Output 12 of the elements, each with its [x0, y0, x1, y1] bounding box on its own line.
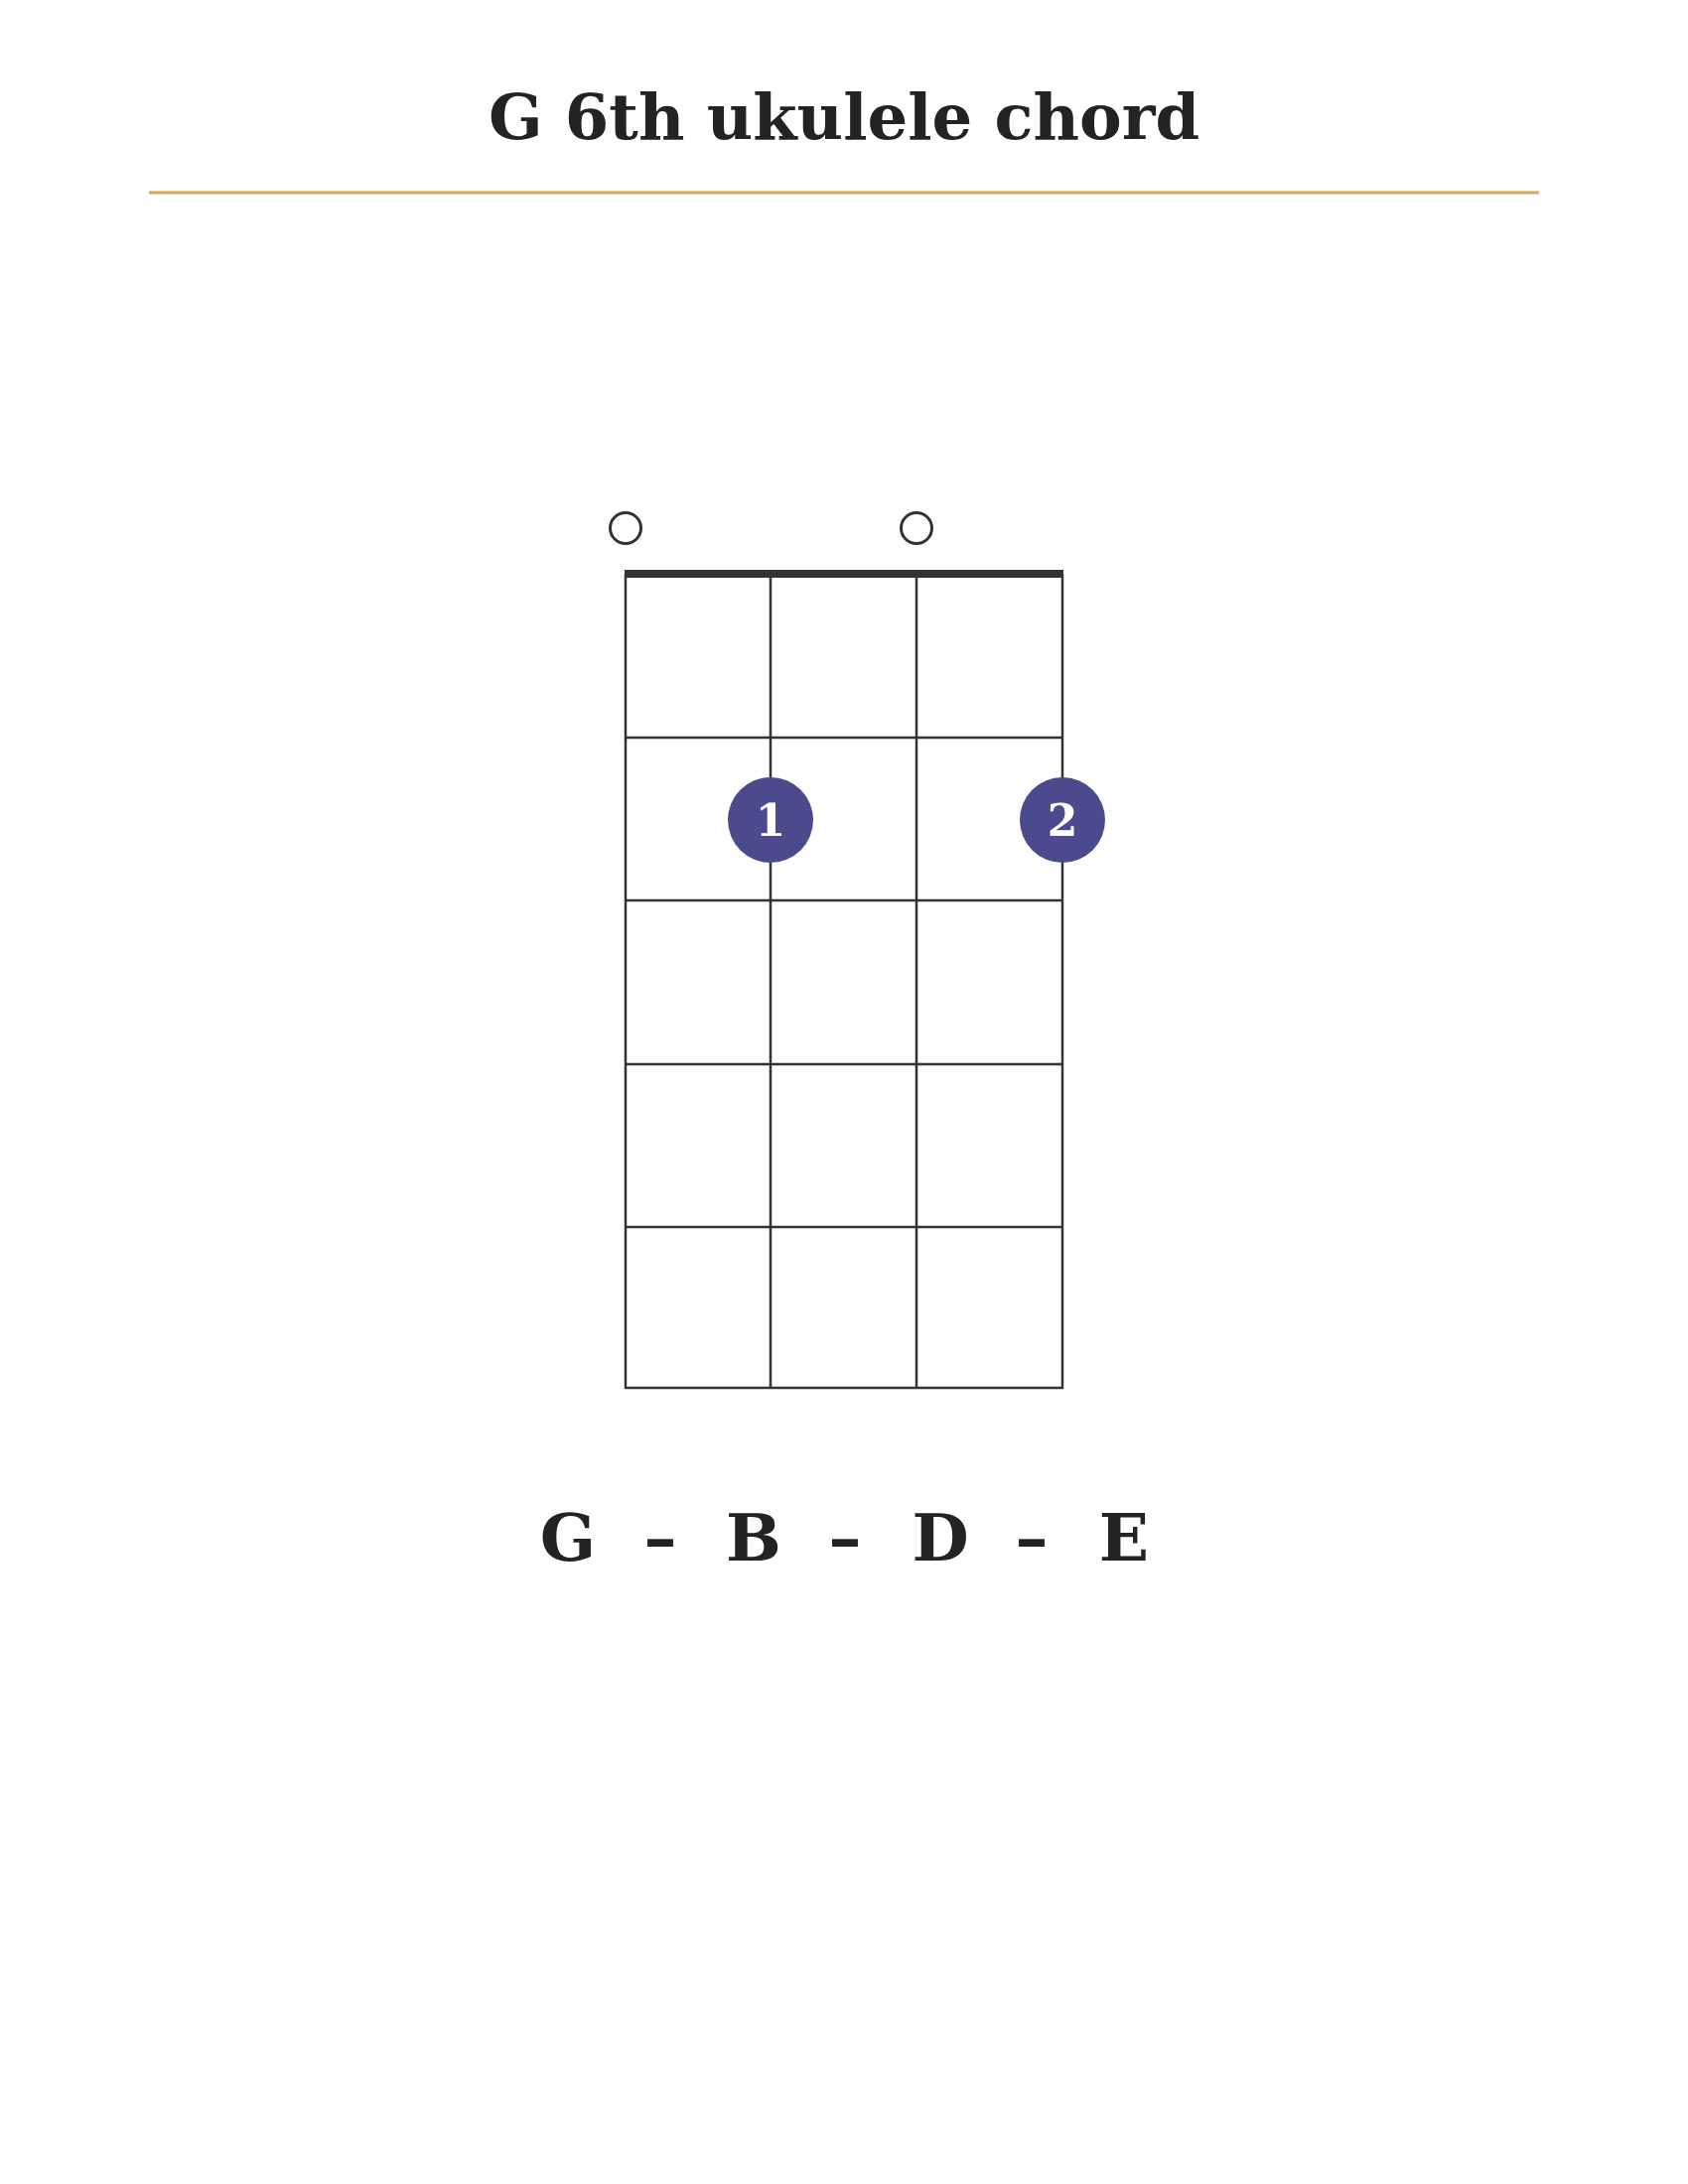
note-name: B — [726, 1499, 781, 1576]
note-name: D — [912, 1499, 969, 1576]
chord-title: G 6th ukulele chord — [487, 79, 1201, 154]
finger-dot: 2 — [1020, 777, 1105, 863]
finger-dot: 1 — [728, 777, 813, 863]
separator-dash: – — [1015, 1499, 1049, 1576]
open-string-circle — [609, 511, 642, 545]
open-string-circle — [900, 511, 933, 545]
note-name: E — [1098, 1499, 1150, 1576]
separator-dash: – — [828, 1499, 862, 1576]
separator-dash: – — [643, 1499, 677, 1576]
note-name: G — [539, 1499, 597, 1576]
